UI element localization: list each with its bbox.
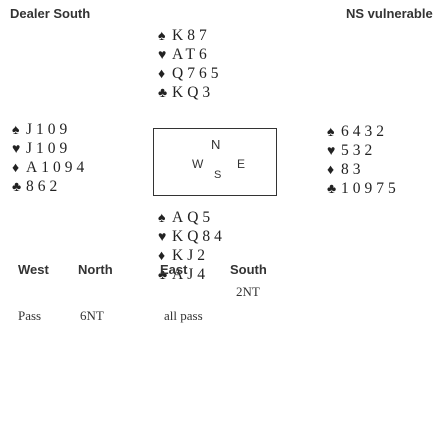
west-hearts-cards: J109 [26, 140, 72, 157]
auction-bid: 6NT [80, 308, 104, 323]
spade-icon: ♠ [12, 123, 20, 138]
auction-header-north: North [78, 262, 113, 277]
east-diamonds: ♦ 83 [327, 160, 400, 179]
south-hearts-cards: KQ84 [172, 228, 226, 245]
north-hand: ♠ K87 ♥ AT6 ♦ Q765 ♣ KQ3 [158, 26, 222, 102]
east-spades: ♠ 6432 [327, 122, 400, 141]
east-hearts-cards: 532 [341, 142, 377, 159]
south-hand: ♠ AQ5 ♥ KQ84 ♦ KJ2 ♣ AJ4 [158, 208, 226, 284]
auction-bid: 2NT [236, 284, 260, 299]
south-spades: ♠ AQ5 [158, 208, 226, 227]
heart-icon: ♥ [12, 142, 21, 157]
west-hearts: ♥ J109 [12, 139, 88, 158]
east-hearts: ♥ 532 [327, 141, 400, 160]
north-diamonds-cards: Q765 [172, 65, 223, 82]
north-spades: ♠ K87 [158, 26, 222, 45]
north-hearts: ♥ AT6 [158, 45, 222, 64]
south-clubs: ♣ AJ4 [158, 265, 226, 284]
north-spades-cards: K87 [172, 27, 211, 44]
west-hand: ♠ J109 ♥ J109 ♦ A1094 ♣ 862 [12, 120, 88, 196]
north-clubs-cards: KQ3 [172, 84, 215, 101]
west-spades-cards: J109 [26, 121, 72, 138]
auction-table: West North East South 2NT Pass 6NT all p… [18, 262, 438, 330]
club-icon: ♣ [158, 86, 168, 101]
diamond-icon: ♦ [12, 161, 20, 176]
south-hearts: ♥ KQ84 [158, 227, 226, 246]
heart-icon: ♥ [158, 230, 167, 245]
vulnerability-label: NS vulnerable [346, 6, 433, 21]
auction-row: Pass 6NT all pass [18, 308, 438, 330]
compass-box: N W E S [153, 128, 277, 196]
south-clubs-cards: AJ4 [172, 266, 209, 283]
east-spades-cards: 6432 [341, 123, 388, 140]
auction-header-row: West North East South [18, 262, 438, 284]
dealer-label: Dealer South [10, 6, 91, 21]
auction-row: 2NT [18, 284, 438, 306]
heart-icon: ♥ [327, 144, 336, 159]
auction-bid: Pass [18, 308, 42, 323]
spade-icon: ♠ [158, 29, 166, 44]
club-icon: ♣ [327, 182, 337, 197]
diamond-icon: ♦ [158, 249, 166, 264]
south-diamonds-cards: KJ2 [172, 247, 209, 264]
east-diamonds-cards: 83 [341, 161, 365, 178]
club-icon: ♣ [12, 180, 22, 195]
diamond-icon: ♦ [158, 67, 166, 82]
north-diamonds: ♦ Q765 [158, 64, 222, 83]
north-hearts-cards: AT6 [172, 46, 211, 63]
east-clubs: ♣ 10975 [327, 179, 400, 198]
spade-icon: ♠ [327, 125, 335, 140]
west-diamonds: ♦ A1094 [12, 158, 88, 177]
west-diamonds-cards: A1094 [26, 159, 89, 176]
north-clubs: ♣ KQ3 [158, 83, 222, 102]
auction-bid: all pass [164, 308, 203, 323]
compass-west: W [192, 157, 204, 171]
west-clubs: ♣ 862 [12, 177, 88, 196]
compass-north: N [211, 137, 221, 152]
compass-south: S [214, 169, 222, 181]
south-diamonds: ♦ KJ2 [158, 246, 226, 265]
auction-header-east: East [160, 262, 188, 277]
west-spades: ♠ J109 [12, 120, 88, 139]
auction-header-south: South [230, 262, 267, 277]
heart-icon: ♥ [158, 48, 167, 63]
compass-east: E [237, 157, 246, 171]
east-hand: ♠ 6432 ♥ 532 ♦ 83 ♣ 10975 [327, 122, 400, 198]
east-clubs-cards: 10975 [341, 180, 400, 197]
south-spades-cards: AQ5 [172, 209, 215, 226]
spade-icon: ♠ [158, 211, 166, 226]
club-icon: ♣ [158, 268, 168, 283]
west-clubs-cards: 862 [26, 178, 62, 195]
auction-header-west: West [18, 262, 49, 277]
diamond-icon: ♦ [327, 163, 335, 178]
